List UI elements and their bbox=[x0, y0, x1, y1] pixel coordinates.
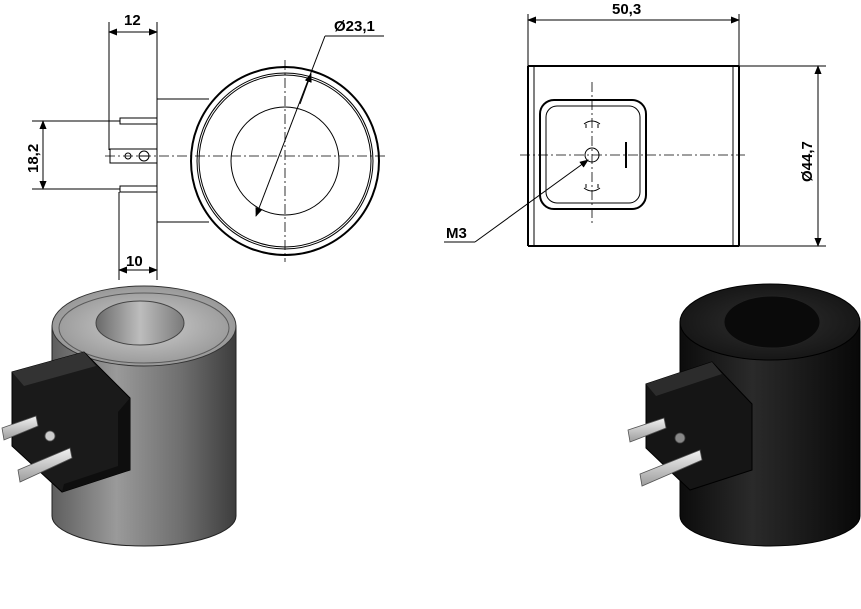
zinc-coil-bore bbox=[95, 300, 185, 346]
dim-top-width: 12 bbox=[124, 12, 141, 29]
black-coil-render bbox=[627, 283, 861, 547]
terminal-pin-top bbox=[119, 117, 158, 125]
front-view-drawing: 12 18,2 10 Ø23,1 bbox=[25, 12, 386, 280]
dim-left-height: 18,2 bbox=[25, 144, 42, 173]
bore-circle bbox=[230, 106, 340, 216]
dim-bottom-width: 10 bbox=[126, 253, 143, 270]
dim-thread: M3 bbox=[446, 225, 467, 242]
dim-length: 50,3 bbox=[612, 1, 641, 18]
connector-face-outline bbox=[539, 99, 647, 210]
zinc-coil-render bbox=[1, 285, 237, 547]
terminal-pin-bottom bbox=[119, 185, 158, 193]
black-pin-top bbox=[627, 417, 667, 443]
zinc-pin-top bbox=[1, 415, 39, 441]
zinc-pin-bottom bbox=[17, 447, 73, 483]
dim-bore-diameter: Ø23,1 bbox=[334, 18, 375, 35]
black-pin-bottom bbox=[639, 449, 703, 487]
dim-outer-diameter: Ø44,7 bbox=[799, 141, 816, 182]
side-view-drawing: 50,3 Ø44,7 M3 bbox=[444, 1, 826, 247]
black-coil-bore bbox=[723, 295, 821, 349]
